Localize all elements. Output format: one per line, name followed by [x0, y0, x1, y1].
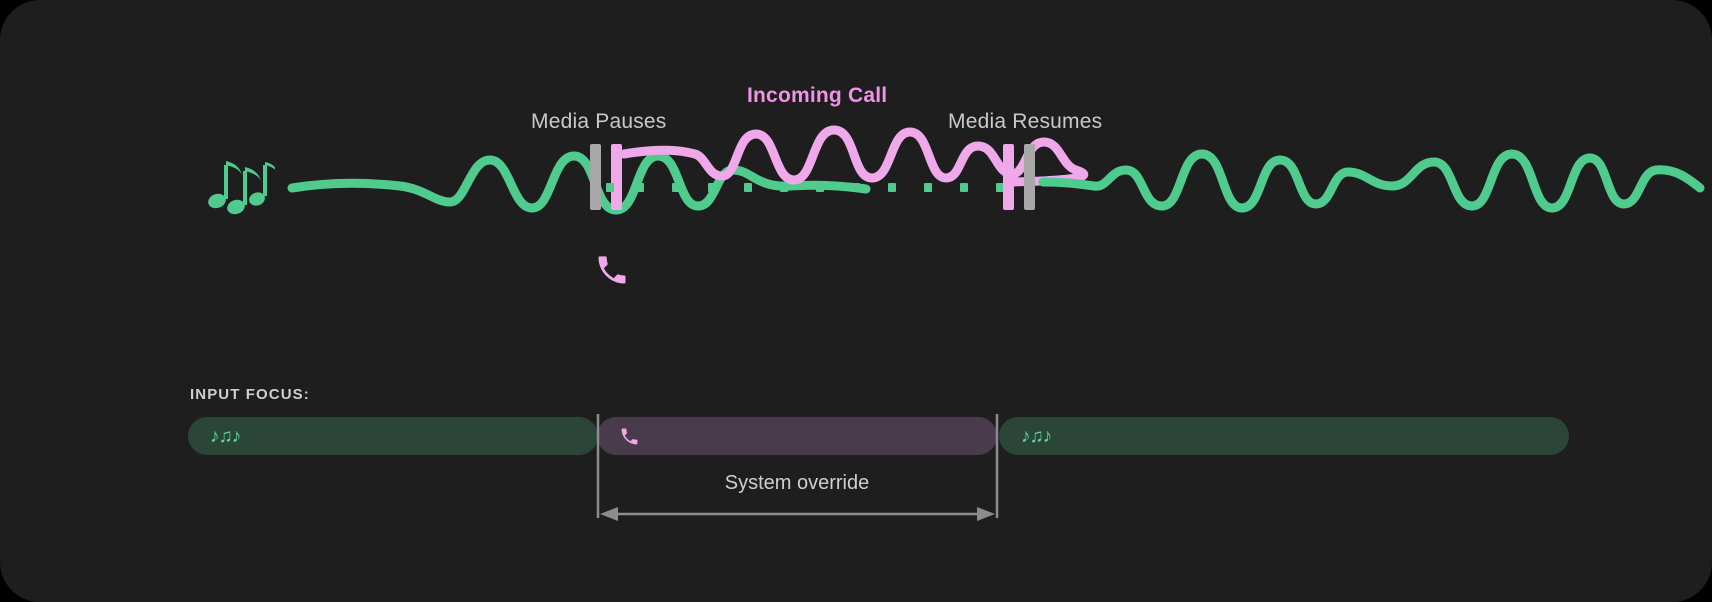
- music-notes-icon: [205, 155, 278, 215]
- pause-marker-pink: [611, 144, 622, 210]
- label-media-pauses: Media Pauses: [531, 110, 667, 133]
- system-override-bracket: [0, 400, 1712, 525]
- label-incoming-call: Incoming Call: [747, 84, 888, 107]
- phone-icon: [594, 252, 630, 288]
- override-arrow-head-left: [600, 507, 618, 521]
- music-notes-glyph: ♪♫♪: [210, 425, 241, 447]
- resume-marker-pink: [1003, 144, 1014, 210]
- focus-track-media-b[interactable]: ♪♫♪: [999, 417, 1569, 455]
- pause-marker-grey: [590, 144, 601, 210]
- input-focus-label: INPUT FOCUS:: [190, 386, 310, 403]
- music-notes-icon: ♪♫♪: [1021, 425, 1052, 447]
- music-notes-glyph: ♪♫♪: [1021, 425, 1052, 447]
- music-notes-icon: ♪♫♪: [210, 425, 241, 447]
- system-override-caption: System override: [724, 472, 870, 494]
- waveform-media-after: [1038, 149, 1705, 213]
- label-media-resumes: Media Resumes: [948, 110, 1103, 133]
- phone-icon: [619, 426, 640, 447]
- focus-track-call[interactable]: [597, 417, 997, 455]
- audio-timeline-waveform: [0, 120, 1712, 230]
- media-ducked-dotted-baseline: [606, 183, 1004, 192]
- waveform-call: [619, 125, 1089, 187]
- resume-marker-grey: [1024, 144, 1035, 210]
- focus-track-media-a[interactable]: ♪♫♪: [188, 417, 598, 455]
- override-arrow-head-right: [977, 507, 995, 521]
